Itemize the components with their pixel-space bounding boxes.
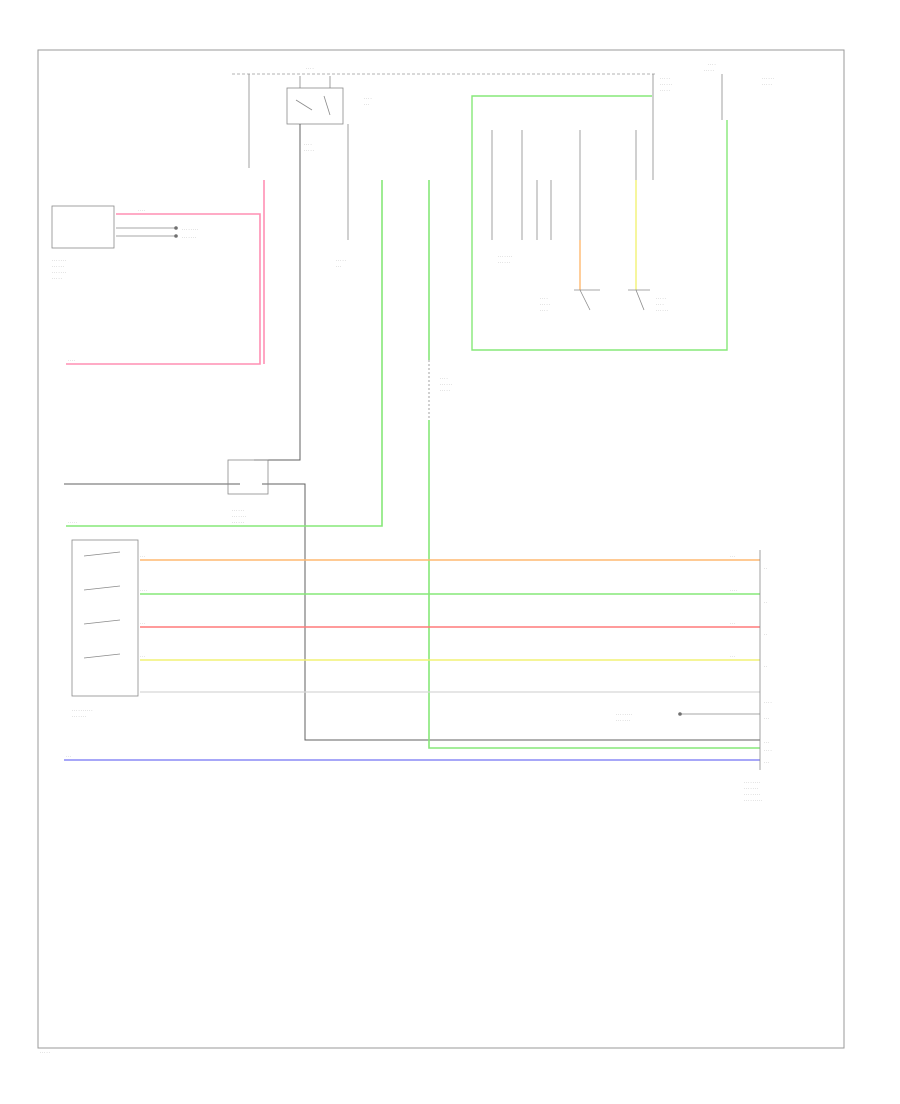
svg-text:· · · · ·: · · · · · <box>52 277 62 281</box>
right-switch-1: · · · · · · · · · · · · · <box>540 289 600 313</box>
svg-text:· · · ·: · · · · <box>764 749 772 753</box>
svg-text:· · · · · ·: · · · · · · <box>232 521 244 525</box>
svg-text:· · · · ·: · · · · · <box>304 149 314 153</box>
svg-text:· · ·: · · · <box>66 755 71 759</box>
wire-light-green-1 <box>66 180 383 527</box>
svg-text:· · · · · ·: · · · · · · <box>498 261 510 265</box>
svg-text:· · · · · · ·: · · · · · · · <box>182 236 196 240</box>
svg-text:· · · · · · · · ·: · · · · · · · · · <box>744 799 762 803</box>
svg-text:· · ·: · · · <box>730 655 735 659</box>
wire-black-main <box>254 124 301 461</box>
svg-text:· · ·: · · · <box>730 622 735 626</box>
svg-text:· · · · · · · ·: · · · · · · · · <box>616 713 632 717</box>
svg-text:· · · · · · ·: · · · · · · · <box>232 515 246 519</box>
wire-green-loop <box>471 95 728 351</box>
svg-text:· · ·: · · · <box>140 555 145 559</box>
svg-text:· · · ·: · · · · <box>440 377 448 381</box>
svg-text:· · · · · · ·: · · · · · · · <box>616 719 630 723</box>
svg-text:· · · ·: · · · · <box>138 209 145 213</box>
wire-pink <box>66 213 261 365</box>
svg-text:· · ·: · · · <box>336 265 341 269</box>
svg-text:· · · · · · ·: · · · · · · · <box>52 271 66 275</box>
svg-text:· · · · ·: · · · · · <box>762 83 772 87</box>
svg-text:· ·: · · <box>764 633 767 637</box>
svg-text:· · ·: · · · <box>764 761 769 765</box>
svg-text:· ·: · · <box>764 665 767 669</box>
svg-text:· · · · · · · ·: · · · · · · · · <box>744 781 760 785</box>
footer-code: · · · · · <box>40 1051 50 1055</box>
svg-text:· · · · ·: · · · · · <box>540 303 550 307</box>
svg-text:· · · · · · · ·: · · · · · · · · <box>744 793 760 797</box>
svg-text:· · · · ·: · · · · · <box>660 77 670 81</box>
splice-dot-1 <box>174 226 178 230</box>
svg-text:· · · · · · ·: · · · · · · · <box>498 255 512 259</box>
svg-text:· · · · · ·: · · · · · · <box>762 77 774 81</box>
svg-text:· · · · · ·: · · · · · · <box>52 265 64 269</box>
svg-text:· · ·: · · · <box>364 103 369 107</box>
svg-text:· · ·: · · · <box>730 555 735 559</box>
svg-text:· · · · · · · · · ·: · · · · · · · · · · <box>72 709 92 713</box>
svg-text:· · · · · ·: · · · · · · <box>656 309 668 313</box>
svg-text:· ·: · · <box>764 567 767 571</box>
splice-dot-3 <box>678 712 682 716</box>
svg-text:· · · · · ·: · · · · · · <box>232 509 244 513</box>
wire-green-continued <box>428 420 760 749</box>
svg-text:· · · ·: · · · · <box>730 589 737 593</box>
wire-black-right <box>262 483 760 741</box>
svg-text:· · · ·: · · · · <box>708 63 716 67</box>
svg-text:· · · · · · ·: · · · · · · · <box>52 259 66 263</box>
svg-text:· · · · · · ·: · · · · · · · <box>72 715 86 719</box>
svg-text:· · ·: · · · <box>140 655 145 659</box>
svg-text:· · · ·: · · · · <box>306 67 314 71</box>
svg-text:· · · ·: · · · · <box>364 97 372 101</box>
svg-text:· · ·: · · · <box>140 622 145 626</box>
svg-text:· · · · ·: · · · · · <box>440 389 450 393</box>
svg-text:· · ·: · · · <box>764 717 769 721</box>
svg-text:· · · · ·: · · · · · <box>660 89 670 93</box>
svg-text:· · · ·: · · · · <box>140 589 147 593</box>
svg-text:· · · ·: · · · · <box>540 309 548 313</box>
bottom-left-module: · · · · · · · · · · · · · · · · · <box>71 539 139 719</box>
svg-text:· ·: · · <box>764 601 767 605</box>
center-connector: · · · · · · · · · · · · · · · · · · · <box>227 459 269 525</box>
svg-text:· · · · · ·: · · · · · · <box>440 383 452 387</box>
svg-text:· · · · ·: · · · · · <box>336 259 346 263</box>
svg-text:· · · ·: · · · · <box>540 297 548 301</box>
svg-text:· · · ·: · · · · <box>764 701 772 705</box>
right-switch-2: · · · · · · · · · · · · · · · <box>628 289 668 313</box>
splice-dot-2 <box>174 234 178 238</box>
svg-text:· · · · · · · ·: · · · · · · · · <box>182 228 198 232</box>
svg-text:· · · ·: · · · · <box>68 359 75 363</box>
svg-text:· · · ·: · · · · <box>656 303 664 307</box>
svg-text:· · ·: · · · <box>764 741 769 745</box>
svg-text:· · · · ·: · · · · · <box>656 297 666 301</box>
svg-text:· · · · ·: · · · · · <box>704 69 714 73</box>
svg-text:· · · · · · ·: · · · · · · · <box>744 787 758 791</box>
right-connector: · · · · · · · · · · · · · · · · · · · · … <box>744 550 772 803</box>
left-module: · · · · · · · · · · · · · · · · · · · · … <box>51 205 115 281</box>
svg-text:· · · ·: · · · · <box>304 143 312 147</box>
green-switch: · · · · · · · · · · · · · · · <box>428 360 452 420</box>
svg-text:· · · · ·: · · · · · <box>68 521 77 525</box>
diagram-border <box>37 49 845 1049</box>
relay-component: · · · · · · · · · · · · · · · · · · · · <box>286 67 372 153</box>
svg-text:· · · · · ·: · · · · · · <box>660 83 672 87</box>
